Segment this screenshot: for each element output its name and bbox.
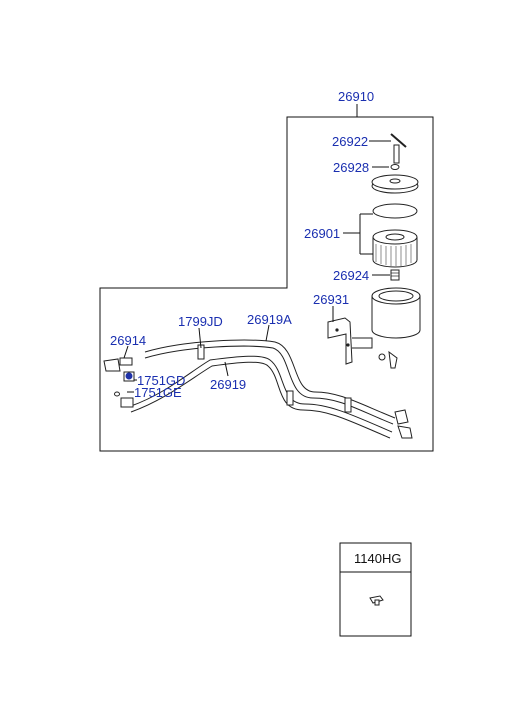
label-26928[interactable]: 26928 [333,160,369,175]
left-connectors-part [103,357,135,408]
label-26919a[interactable]: 26919A [247,312,292,327]
bracket-part [327,317,373,365]
assembly-frame [99,116,434,452]
filter-housing-part [371,287,421,339]
small-oring-part [390,164,400,170]
filter-cap-part [371,174,419,194]
hose-lines [130,339,413,439]
leader-26914 [123,345,129,359]
label-26901[interactable]: 26901 [304,226,340,241]
leader-26901 [343,213,373,255]
label-26922[interactable]: 26922 [332,134,368,149]
t-handle-part [390,133,407,164]
label-1799jd[interactable]: 1799JD [178,314,223,329]
leader-26919 [224,361,229,377]
label-26914[interactable]: 26914 [110,333,146,348]
leader-26919a [265,324,270,342]
inset-box [339,542,412,637]
leader-1799jd [198,327,202,349]
filter-element-part [372,203,418,268]
label-1751gd[interactable]: 1751GD [137,373,185,388]
label-1140hg[interactable]: 1140HG [354,551,401,566]
nipple-part [390,269,400,281]
housing-bolts-part [378,350,398,369]
label-26924[interactable]: 26924 [333,268,369,283]
label-1751ge[interactable]: 1751GE [134,385,182,400]
label-26931[interactable]: 26931 [313,292,349,307]
label-26910[interactable]: 26910 [338,89,374,104]
label-26919[interactable]: 26919 [210,377,246,392]
